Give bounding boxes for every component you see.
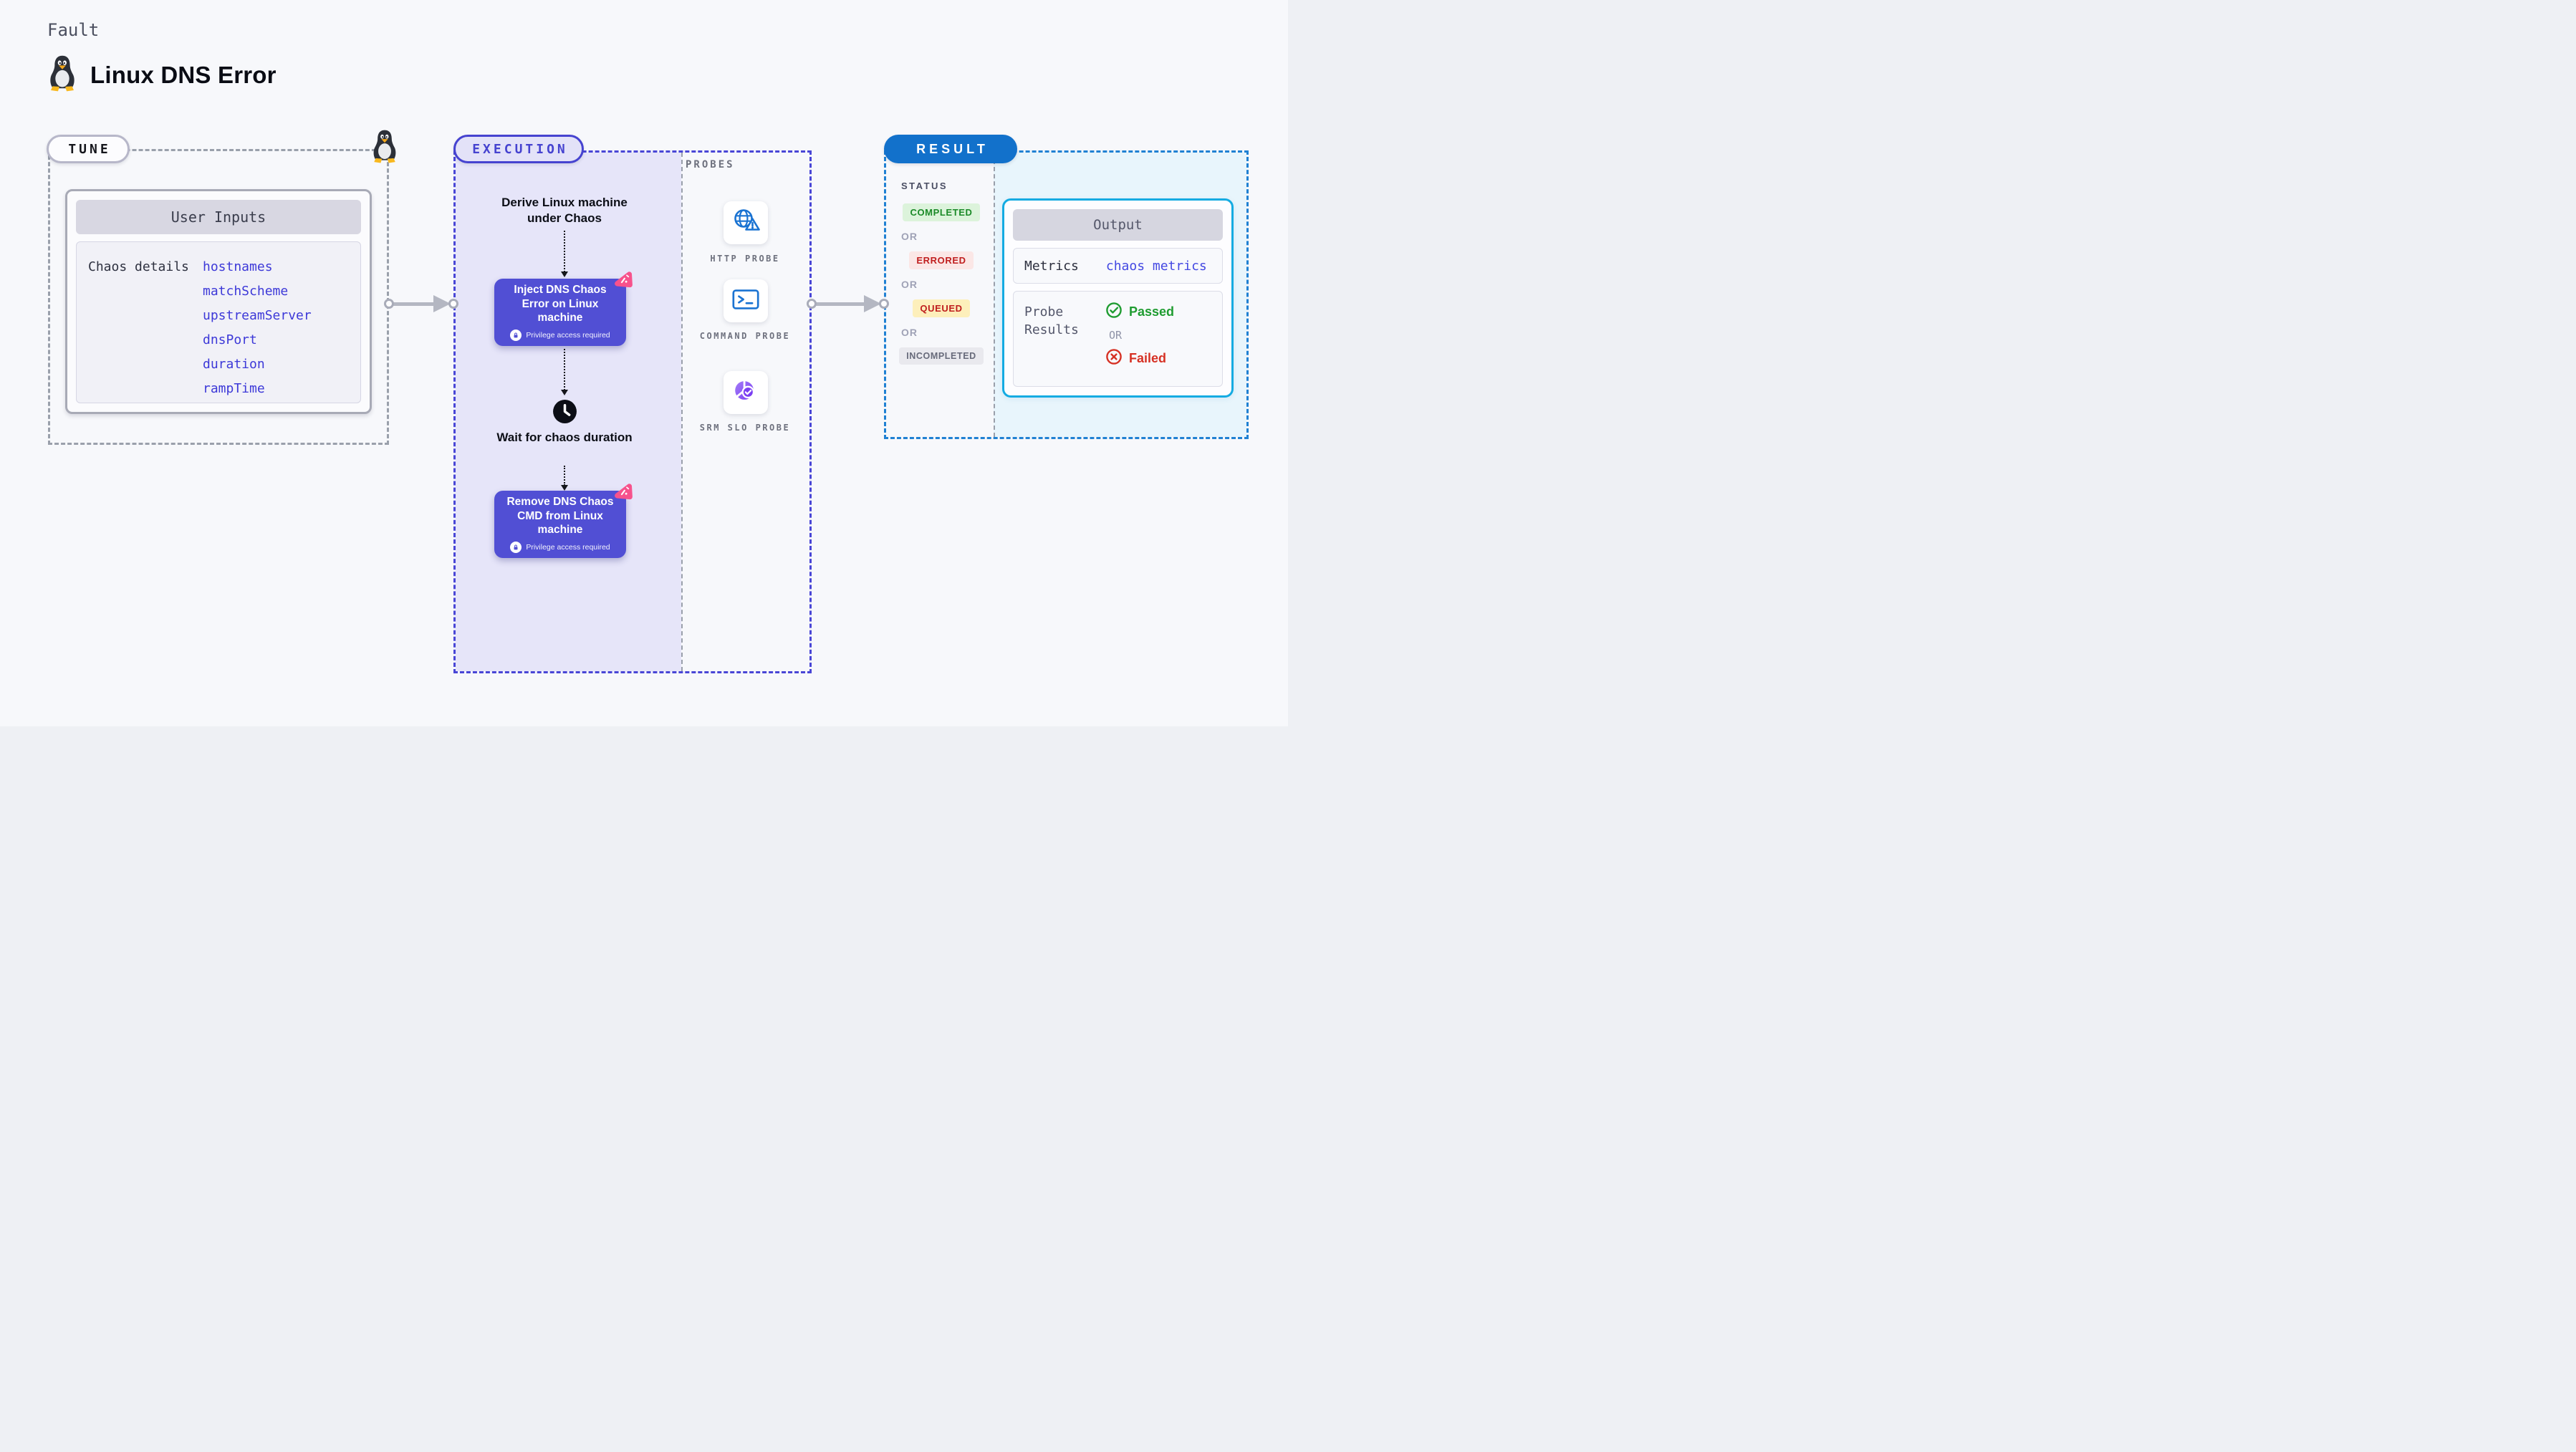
privilege-note: Privilege access required xyxy=(510,329,610,341)
lock-icon xyxy=(510,541,522,553)
command-probe-card[interactable] xyxy=(724,279,768,322)
or-separator: OR xyxy=(901,279,918,290)
status-column: STATUS COMPLETED OR ERRORED OR QUEUED OR… xyxy=(893,181,990,365)
execution-pill: EXECUTION xyxy=(453,135,584,163)
output-card: Output Metrics chaos metrics Probe Resul… xyxy=(1002,198,1234,398)
chaos-details-label: Chaos details xyxy=(88,259,189,274)
tune-section-box xyxy=(48,149,389,445)
status-badge-errored: ERRORED xyxy=(909,251,974,269)
probe-results-values: Passed OR Failed xyxy=(1105,302,1174,369)
page-kicker: Fault xyxy=(47,20,100,40)
command-probe-label: COMMAND PROBE xyxy=(699,331,791,341)
input-upstreamserver: upstreamServer xyxy=(203,308,312,323)
execution-to-result-arrow xyxy=(807,293,889,314)
result-pill: RESULT xyxy=(884,135,1017,163)
tune-to-execution-arrow xyxy=(384,293,458,314)
passed-text: Passed xyxy=(1129,304,1175,319)
lock-icon xyxy=(510,329,522,341)
result-divider xyxy=(994,153,995,437)
status-heading: STATUS xyxy=(901,181,948,191)
status-badge-incompleted: INCOMPLETED xyxy=(899,347,984,365)
slo-donut-icon xyxy=(731,377,761,409)
metrics-row: Metrics chaos metrics xyxy=(1013,248,1223,284)
metrics-label: Metrics xyxy=(1024,258,1079,274)
privilege-note-text: Privilege access required xyxy=(526,330,610,340)
input-hostnames: hostnames xyxy=(203,259,273,274)
derive-step-text: Derive Linux machine under Chaos xyxy=(501,196,628,226)
privilege-note-text: Privilege access required xyxy=(526,542,610,552)
clock-icon xyxy=(552,398,578,428)
inject-step-label: Inject DNS Chaos Error on Linux machine xyxy=(514,284,607,324)
http-probe-card[interactable] xyxy=(724,201,768,244)
x-circle-icon xyxy=(1105,348,1123,369)
connector-inject-to-wait xyxy=(561,349,568,395)
tux-corner-icon xyxy=(370,129,400,167)
wait-step-text: Wait for chaos duration xyxy=(496,431,633,444)
or-separator: OR xyxy=(901,231,918,242)
inject-chaos-node[interactable]: Inject DNS Chaos Error on Linux machine … xyxy=(494,271,633,346)
chaos-icon xyxy=(613,481,635,506)
connector-derive-to-inject xyxy=(561,231,568,277)
user-inputs-title: User Inputs xyxy=(76,200,361,234)
input-matchscheme: matchScheme xyxy=(203,284,289,299)
chaos-metrics-link[interactable]: chaos metrics xyxy=(1105,258,1207,274)
globe-alert-icon xyxy=(730,207,761,239)
fault-diagram-page: Fault Linux DNS Error TUNE xyxy=(0,0,1288,726)
status-badge-queued: QUEUED xyxy=(913,299,970,317)
remove-chaos-node[interactable]: Remove DNS Chaos CMD from Linux machine … xyxy=(494,484,633,558)
connector-wait-to-remove xyxy=(561,466,568,491)
or-separator: OR xyxy=(1109,329,1123,342)
user-inputs-list: Chaos details hostnames matchScheme upst… xyxy=(76,241,361,403)
check-circle-icon xyxy=(1105,302,1123,322)
page-header: Linux DNS Error xyxy=(46,54,277,95)
tux-linux-icon xyxy=(46,54,79,95)
failed-text: Failed xyxy=(1129,351,1167,365)
http-probe-label: HTTP PROBE xyxy=(710,254,780,264)
probes-section-label: PROBES xyxy=(686,159,735,170)
page-title: Linux DNS Error xyxy=(90,61,277,88)
user-inputs-card: User Inputs Chaos details hostnames matc… xyxy=(65,189,372,414)
privilege-note: Privilege access required xyxy=(510,541,610,553)
failed-line: Failed xyxy=(1105,348,1174,369)
passed-line: Passed xyxy=(1105,302,1174,322)
probes-divider xyxy=(681,153,683,671)
terminal-icon xyxy=(731,287,761,316)
probe-results-label: Probe Results xyxy=(1024,304,1079,338)
input-dnsport: dnsPort xyxy=(203,332,257,347)
tune-pill: TUNE xyxy=(47,135,130,163)
chaos-icon xyxy=(613,269,635,294)
input-duration: duration xyxy=(203,357,265,372)
remove-step-label: Remove DNS Chaos CMD from Linux machine xyxy=(506,496,614,537)
status-badge-completed: COMPLETED xyxy=(903,203,980,221)
probe-results-row: Probe Results Passed OR xyxy=(1013,291,1223,387)
or-separator: OR xyxy=(901,327,918,338)
output-title: Output xyxy=(1013,209,1223,241)
srm-slo-probe-label: SRM SLO PROBE xyxy=(699,423,791,433)
srm-slo-probe-card[interactable] xyxy=(724,371,768,414)
input-ramptime: rampTime xyxy=(203,381,265,396)
